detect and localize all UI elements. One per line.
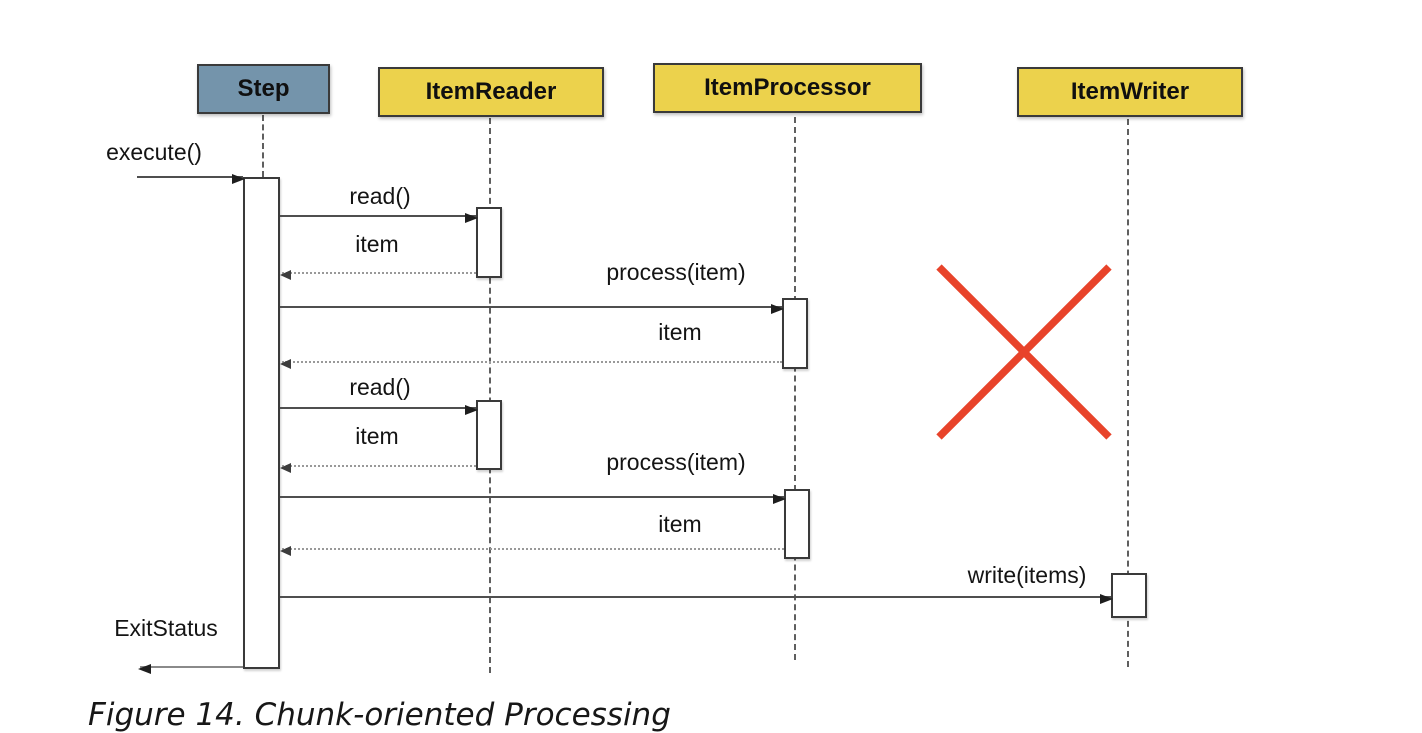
lifeline-itemprocessor xyxy=(794,117,796,660)
lifeline-step xyxy=(262,115,264,177)
activation-reader-1 xyxy=(476,207,502,278)
label-item-reader-2: item xyxy=(355,423,399,449)
label-process-1: process(item) xyxy=(606,259,746,285)
participant-itemwriter: ItemWriter xyxy=(1017,67,1243,117)
lifeline-itemwriter xyxy=(1127,119,1129,667)
arrow-item-reader-2 xyxy=(280,463,476,473)
label-process-2: process(item) xyxy=(606,449,746,475)
arrow-process-2 xyxy=(280,494,786,504)
figure-caption: Figure 14. Chunk-oriented Processing xyxy=(88,697,671,733)
label-exitstatus: ExitStatus xyxy=(114,615,218,641)
activation-reader-2 xyxy=(476,400,502,470)
label-item-proc-2: item xyxy=(658,511,702,537)
label-item-reader-1: item xyxy=(355,231,399,257)
participant-itemprocessor: ItemProcessor xyxy=(653,63,922,113)
participant-itemreader: ItemReader xyxy=(378,67,604,117)
label-write: write(items) xyxy=(967,562,1087,588)
arrow-item-proc-2 xyxy=(280,546,784,556)
label-execute: execute() xyxy=(106,139,202,165)
activation-writer xyxy=(1111,573,1147,618)
label-read-1: read() xyxy=(349,183,411,209)
participant-step-label: Step xyxy=(237,75,290,102)
activation-step xyxy=(243,177,280,669)
activation-processor-1 xyxy=(782,298,808,369)
label-item-proc-1: item xyxy=(658,319,702,345)
arrow-exitstatus xyxy=(138,664,243,674)
participant-itemwriter-label: ItemWriter xyxy=(1070,78,1190,105)
arrow-read-1 xyxy=(280,213,478,223)
red-cross-annotation xyxy=(936,264,1112,440)
arrow-process-1 xyxy=(280,304,784,314)
arrow-read-2 xyxy=(280,405,478,415)
participant-itemprocessor-label: ItemProcessor xyxy=(704,74,871,101)
arrow-item-proc-1 xyxy=(280,359,782,369)
activation-processor-2 xyxy=(784,489,810,559)
lifeline-itemreader xyxy=(489,118,491,673)
arrow-item-reader-1 xyxy=(280,270,476,280)
label-read-2: read() xyxy=(349,374,411,400)
participant-step: Step xyxy=(197,64,330,114)
participant-itemreader-label: ItemReader xyxy=(425,78,557,105)
arrow-execute xyxy=(137,174,245,184)
arrow-write xyxy=(280,594,1113,604)
